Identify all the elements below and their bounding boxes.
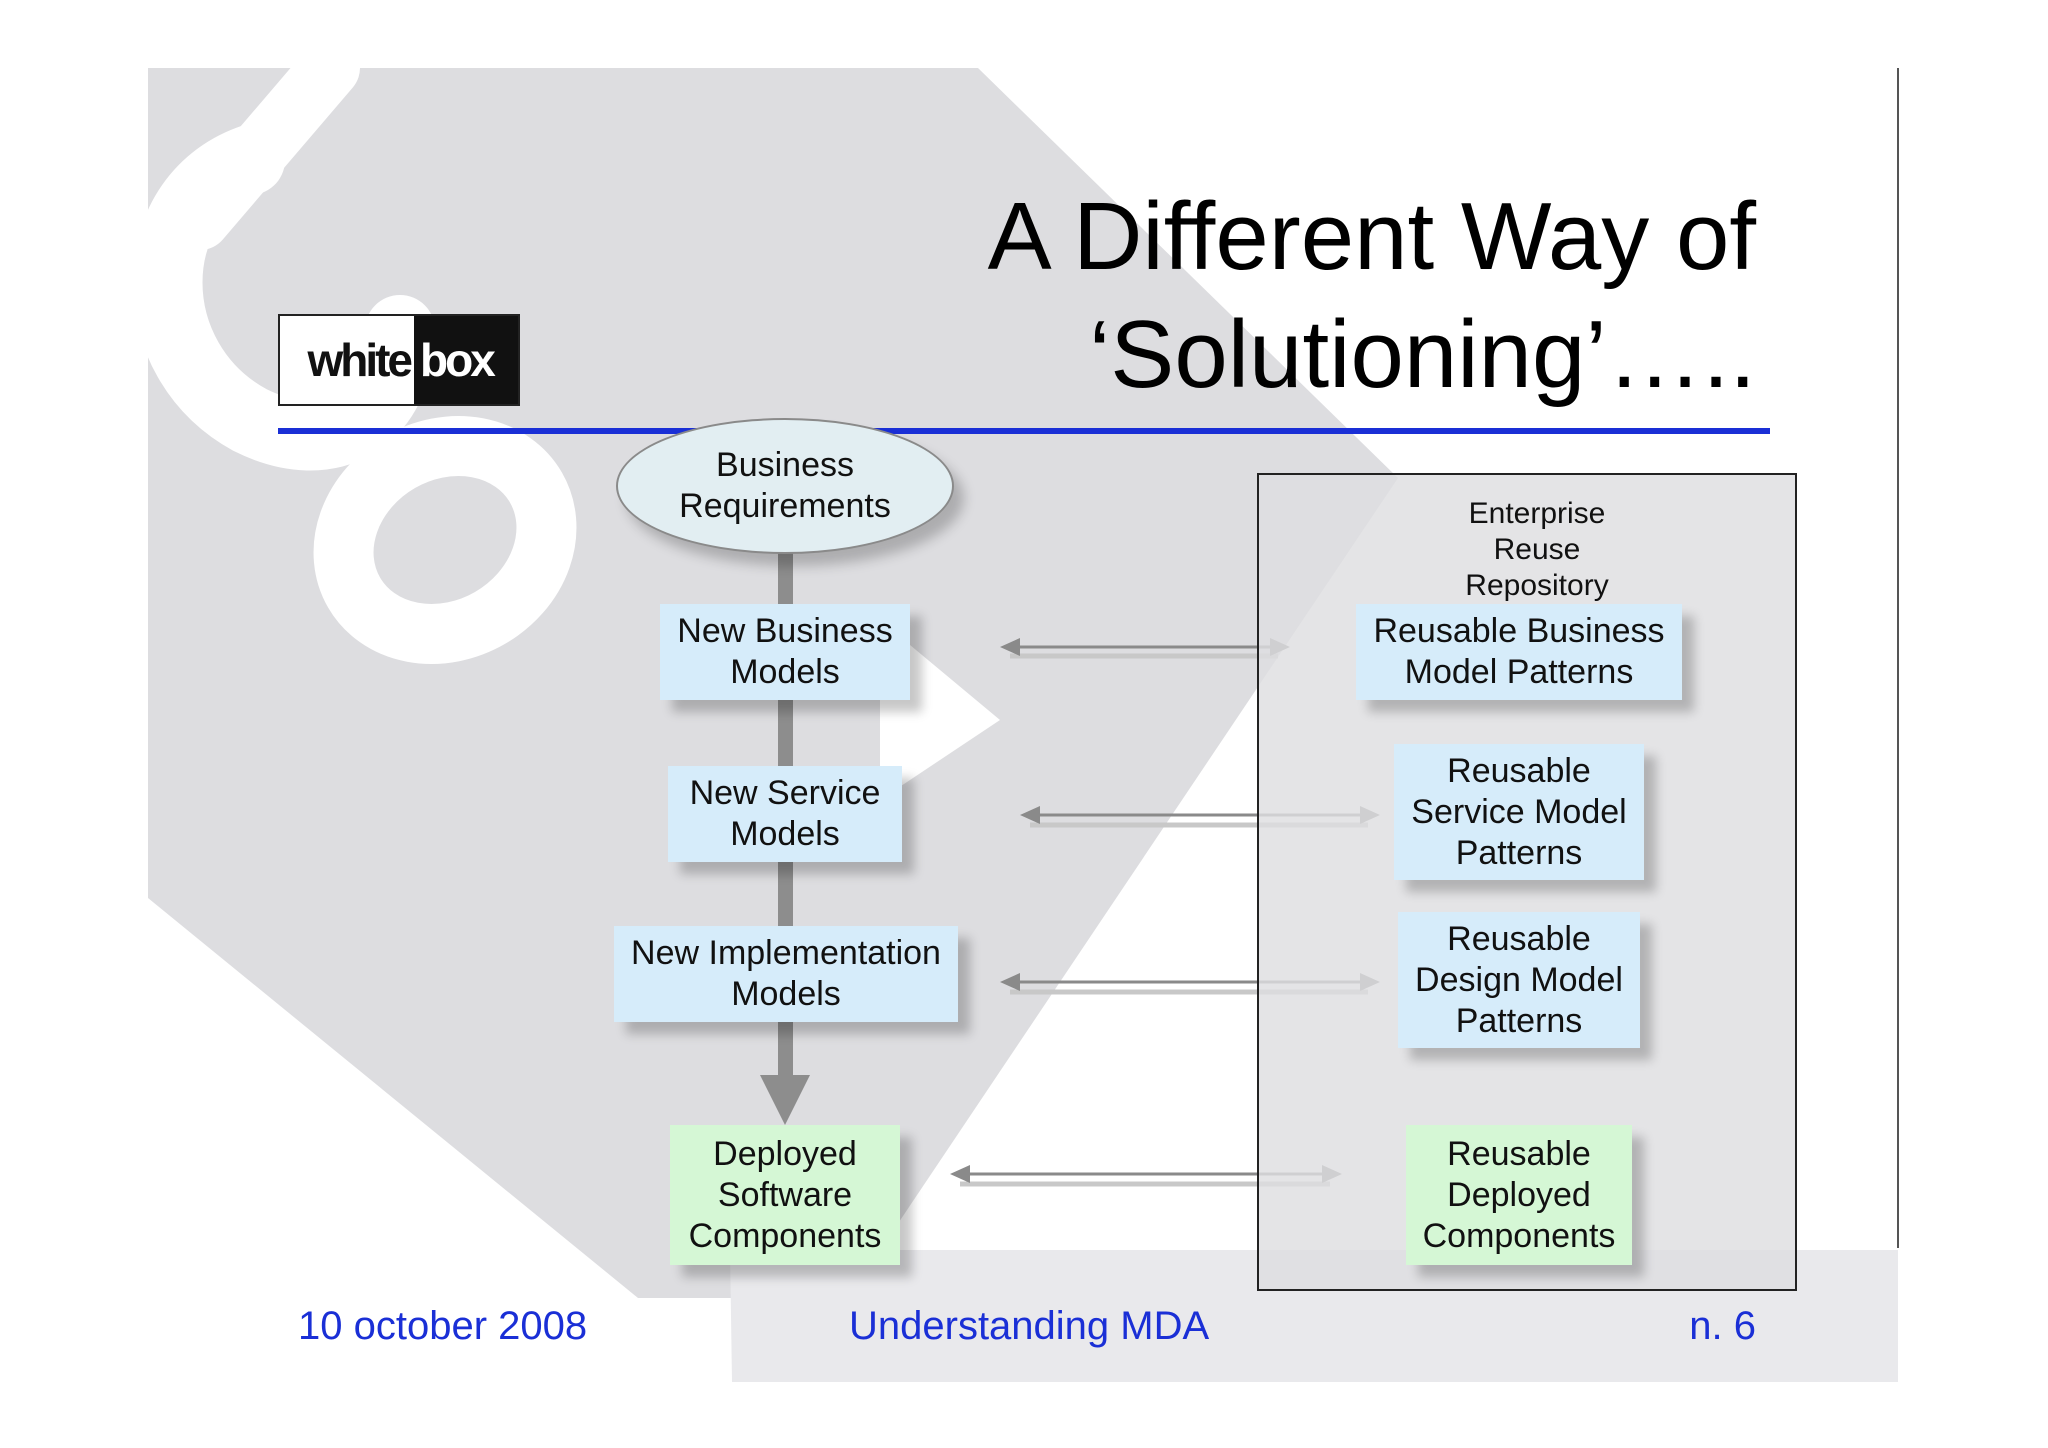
node-label: Deployed Software Components <box>688 1134 882 1255</box>
title-line-2: ‘Solutioning’….. <box>1088 301 1756 408</box>
node-label: New Business Models <box>677 612 893 691</box>
new-implementation-models-node: New Implementation Models <box>614 926 958 1022</box>
reusable-service-model-patterns-node: Reusable Service Model Patterns <box>1394 744 1644 880</box>
node-label: Reusable Design Model Patterns <box>1415 919 1623 1040</box>
node-label: New Service Models <box>689 774 881 853</box>
flow-arrowhead <box>760 1075 810 1125</box>
deployed-software-components-node: Deployed Software Components <box>670 1125 900 1265</box>
footer-date: 10 october 2008 <box>298 1304 588 1348</box>
footer-page-number: n. 6 <box>1689 1304 1756 1348</box>
watermark-chevron <box>880 620 1000 800</box>
reusable-deployed-components-node: Reusable Deployed Components <box>1406 1125 1632 1265</box>
watermark-curve-2 <box>170 38 360 250</box>
new-service-models-node: New Service Models <box>668 766 902 862</box>
new-business-models-node: New Business Models <box>660 604 910 700</box>
footer-topic: Understanding MDA <box>849 1304 1210 1348</box>
slide-edge-line <box>1897 68 1899 1248</box>
title-line-1: A Different Way of <box>987 183 1756 290</box>
node-label: Reusable Deployed Components <box>1422 1134 1616 1255</box>
watermark-ring <box>313 416 577 664</box>
logo-white-text: white <box>307 334 413 386</box>
node-label: New Implementation Models <box>631 934 941 1013</box>
node-label: Reusable Business Model Patterns <box>1373 612 1665 691</box>
node-label: Reusable Service Model Patterns <box>1411 751 1627 872</box>
title-rule <box>278 428 1770 434</box>
reusable-design-model-patterns-node: Reusable Design Model Patterns <box>1398 912 1640 1048</box>
logo-box-text: box <box>414 316 518 404</box>
repository-title: Enterprise Reuse Repository <box>1257 496 1817 604</box>
business-requirements-label: Business Requirements <box>679 446 891 525</box>
slide-title: A Different Way of ‘Solutioning’….. <box>856 178 1756 414</box>
business-requirements-node: Business Requirements <box>616 418 954 554</box>
repository-title-text: Enterprise Reuse Repository <box>1465 497 1609 602</box>
whitebox-logo: white box <box>278 314 520 406</box>
reusable-business-model-patterns-node: Reusable Business Model Patterns <box>1356 604 1682 700</box>
